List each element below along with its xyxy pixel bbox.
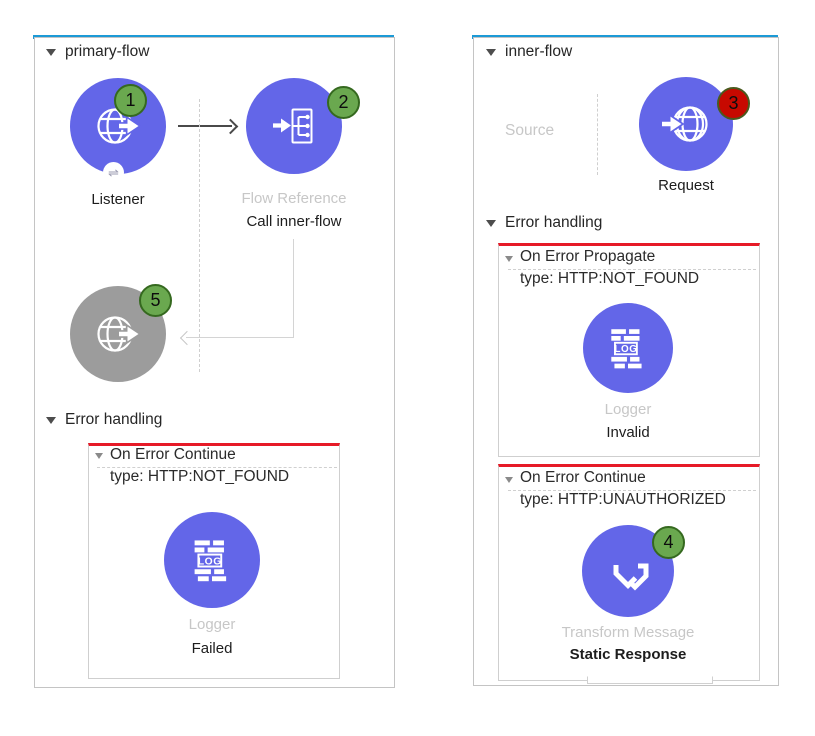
step-badge: 4 xyxy=(652,526,685,559)
collapse-triangle-icon[interactable] xyxy=(46,49,56,56)
source-placeholder-label: Source xyxy=(505,122,555,139)
flow-reference-icon xyxy=(268,100,320,152)
inner-flow-title: inner-flow xyxy=(505,43,573,60)
transform-name-label: Static Response xyxy=(569,646,687,663)
primary-flow-title: primary-flow xyxy=(65,43,150,60)
logger-node[interactable]: LOG xyxy=(164,512,260,608)
flow-reference-name-label: Call inner-flow xyxy=(246,213,342,230)
handler-divider-dashed xyxy=(97,467,337,468)
http-request-node[interactable] xyxy=(639,77,733,171)
collapse-triangle-icon[interactable] xyxy=(486,49,496,56)
logger-icon-text: LOG xyxy=(614,344,637,355)
error-handler-name: On Error Propagate xyxy=(520,248,656,265)
disabled-http-listener-node[interactable] xyxy=(70,286,166,382)
transform-message-icon xyxy=(602,545,654,597)
collapse-triangle-icon[interactable] xyxy=(505,477,513,483)
globe-arrow-out-icon xyxy=(91,307,145,361)
logger-type-label: Logger xyxy=(604,401,652,418)
collapse-triangle-icon[interactable] xyxy=(486,220,496,227)
return-connector-horizontal xyxy=(186,337,294,338)
return-connector-vertical xyxy=(293,239,294,337)
logger-node[interactable]: LOG xyxy=(583,303,673,393)
transform-type-label: Transform Message xyxy=(561,624,695,641)
step-badge: 5 xyxy=(139,284,172,317)
collapse-triangle-icon[interactable] xyxy=(505,256,513,262)
error-handler-name: On Error Continue xyxy=(520,469,646,486)
logger-name-label: Invalid xyxy=(606,424,650,441)
flow-divider-dashed-line xyxy=(199,99,200,372)
logger-icon: LOG xyxy=(187,535,237,585)
logger-icon: LOG xyxy=(604,324,652,372)
error-handler-type: type: HTTP:NOT_FOUND xyxy=(110,468,290,485)
globe-arrow-in-icon xyxy=(659,97,713,151)
flow-reference-node[interactable] xyxy=(246,78,342,174)
collapse-triangle-icon[interactable] xyxy=(46,417,56,424)
flow-reference-type-label: Flow Reference xyxy=(241,190,347,207)
error-handling-heading: Error handling xyxy=(505,214,603,231)
source-divider-dashed-line xyxy=(597,94,598,175)
logger-type-label: Logger xyxy=(188,616,236,633)
error-count-badge: 3 xyxy=(717,87,750,120)
handler-divider-dashed xyxy=(508,269,756,270)
error-handler-type: type: HTTP:NOT_FOUND xyxy=(520,270,700,287)
scope-drag-tab[interactable] xyxy=(587,676,713,684)
request-label: Request xyxy=(658,177,714,194)
globe-arrow-out-icon xyxy=(91,99,145,153)
flow-connector-line xyxy=(178,125,232,127)
error-handler-type: type: HTTP:UNAUTHORIZED xyxy=(520,491,726,508)
sync-icon: ⇌ xyxy=(103,162,124,183)
logger-icon-text: LOG xyxy=(198,556,222,567)
error-handling-heading: Error handling xyxy=(65,411,163,428)
collapse-triangle-icon[interactable] xyxy=(95,453,103,459)
step-badge: 2 xyxy=(327,86,360,119)
step-badge: 1 xyxy=(114,84,147,117)
error-handler-name: On Error Continue xyxy=(110,446,236,463)
handler-divider-dashed xyxy=(508,490,756,491)
logger-name-label: Failed xyxy=(191,640,233,657)
listener-label: Listener xyxy=(91,191,145,208)
